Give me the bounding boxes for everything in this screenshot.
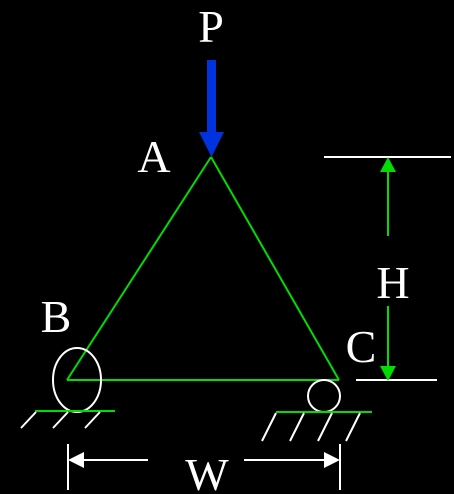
ground-hatch-b bbox=[20, 411, 101, 429]
load-label: P bbox=[198, 1, 224, 52]
load-p: P bbox=[198, 1, 224, 157]
width-dimension: W bbox=[67, 444, 341, 494]
height-arrowhead-top bbox=[380, 157, 396, 172]
load-arrow-head bbox=[199, 132, 224, 157]
member-ab bbox=[66, 156, 212, 381]
height-label: H bbox=[376, 257, 409, 308]
roller-wheel bbox=[307, 379, 341, 413]
truss-members bbox=[66, 156, 340, 381]
height-dimension: H bbox=[324, 156, 451, 381]
pin-support-b bbox=[20, 347, 115, 429]
joint-b-label: B bbox=[41, 291, 72, 342]
member-ac bbox=[210, 156, 340, 381]
joint-a-label: A bbox=[137, 131, 170, 182]
height-arrowhead-bottom bbox=[380, 366, 396, 381]
joint-c-label: C bbox=[346, 321, 377, 372]
width-arrowhead-right bbox=[324, 452, 340, 468]
load-arrow-shaft bbox=[207, 60, 216, 138]
width-arrowhead-left bbox=[68, 452, 84, 468]
ground-hatch-c bbox=[261, 412, 361, 442]
width-label: W bbox=[185, 449, 229, 494]
roller-support-c bbox=[261, 379, 372, 442]
